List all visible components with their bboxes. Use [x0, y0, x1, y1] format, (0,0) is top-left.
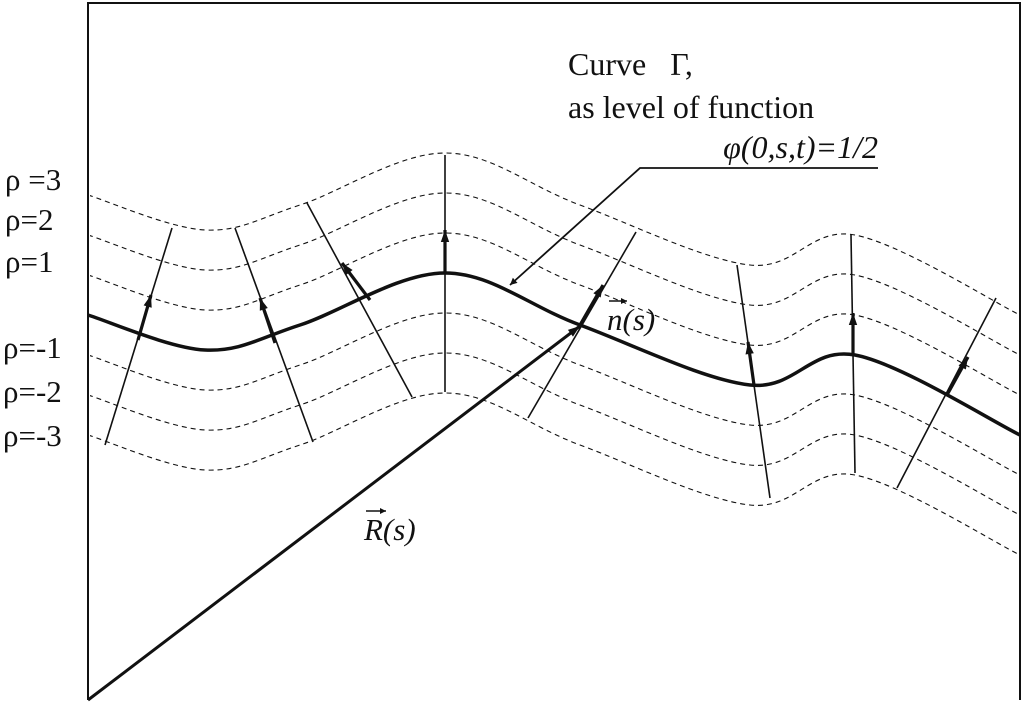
- normal-arrow-icon: [258, 297, 277, 344]
- level-label: ρ=-1: [3, 330, 62, 365]
- normal-lines: [104, 155, 997, 499]
- normal-line: [306, 202, 413, 398]
- curve-title: Curve Γ,: [568, 46, 693, 82]
- leader-line: [509, 167, 878, 286]
- normal-arrow-icon: [578, 284, 605, 326]
- curve-gamma: [87, 271, 1021, 437]
- normal-arrow-icon: [945, 356, 970, 396]
- level-curve-rho-2: [90, 192, 1019, 356]
- position-vector-label: R(s): [363, 508, 416, 547]
- normal-vector-text: n(s): [607, 302, 655, 337]
- frame: [87, 2, 1021, 700]
- position-vector-text: R(s): [363, 512, 416, 547]
- level-curves: [90, 152, 1019, 556]
- level-labels: ρ =3 ρ=2 ρ=1 ρ=-1 ρ=-2 ρ=-3: [3, 162, 62, 453]
- curve-equation: φ(0,s,t)=1/2: [723, 129, 878, 165]
- normal-arrow-icon: [745, 341, 756, 386]
- level-curve-rho--1: [90, 312, 1019, 476]
- level-label: ρ=1: [5, 244, 53, 279]
- normal-arrows: [136, 230, 970, 396]
- level-label: ρ=-2: [3, 374, 62, 409]
- normal-arrow-icon: [136, 294, 153, 341]
- normal-arrow-icon: [340, 262, 372, 301]
- level-curve-rho--3: [90, 392, 1019, 556]
- curve-subtitle: as level of function: [568, 89, 814, 125]
- position-vector-arrow: [87, 324, 581, 702]
- level-label: ρ=2: [5, 202, 53, 237]
- normal-line: [527, 231, 637, 419]
- level-label: ρ =3: [5, 162, 61, 197]
- level-curve-rho--2: [90, 352, 1019, 516]
- level-label: ρ=-3: [3, 418, 62, 453]
- normal-vector-label: n(s): [607, 298, 655, 337]
- level-curve-rho-3: [90, 152, 1019, 316]
